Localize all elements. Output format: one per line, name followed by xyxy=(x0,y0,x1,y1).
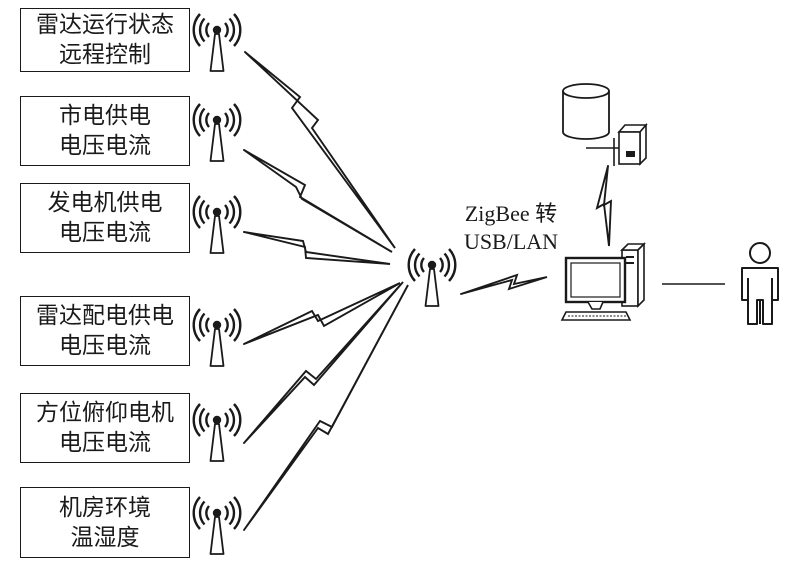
lightning-link-icon xyxy=(243,282,401,345)
server-tower-icon xyxy=(617,122,648,166)
lightning-link-icon xyxy=(595,165,613,247)
node-label-line-2: 电压电流 xyxy=(59,133,151,159)
node-label-line-1: 机房环境 xyxy=(59,494,151,521)
node-label-line-1: 雷达配电供电 xyxy=(36,303,174,329)
gateway-antenna-icon xyxy=(407,247,457,308)
node-label-line-1: 方位俯仰电机 xyxy=(36,400,174,426)
node-box-radar-distribution: 雷达配电供电 电压电流 xyxy=(20,296,190,366)
lightning-link-icon xyxy=(243,284,409,531)
node-box-mains-power: 市电供电 电压电流 xyxy=(20,96,190,166)
wireless-antenna-icon xyxy=(192,402,242,463)
gateway-label-line-2: USB/LAN xyxy=(463,229,559,254)
node-label-line-2: 电压电流 xyxy=(59,220,151,246)
wireless-antenna-icon xyxy=(192,194,242,255)
lightning-link-icon xyxy=(244,51,396,249)
node-label-line-1: 发电机供电 xyxy=(47,190,163,216)
node-label-line-2: 远程控制 xyxy=(59,42,151,68)
node-label-line-2: 温湿度 xyxy=(70,524,140,551)
wireless-antenna-icon xyxy=(192,495,242,556)
wireless-antenna-icon xyxy=(192,12,242,73)
node-label-line-1: 雷达运行状态 xyxy=(36,12,174,38)
node-label-line-1: 市电供电 xyxy=(59,103,151,129)
node-box-radar-state: 雷达运行状态 远程控制 xyxy=(20,8,190,72)
gateway-label: ZigBee 转 USB/LAN xyxy=(452,200,570,256)
node-box-machine-room: 机房环境 温湿度 xyxy=(20,487,190,558)
person-icon xyxy=(741,242,779,325)
gateway-label-line-1: ZigBee 转 xyxy=(464,201,558,226)
lightning-link-icon xyxy=(243,149,393,253)
wireless-antenna-icon xyxy=(192,102,242,163)
database-cylinder-icon xyxy=(562,83,610,140)
node-label-line-2: 电压电流 xyxy=(59,430,151,456)
node-box-azimuth-elevation-motor: 方位俯仰电机 电压电流 xyxy=(20,393,190,463)
lightning-link-icon xyxy=(460,273,548,295)
wireless-antenna-icon xyxy=(192,307,242,368)
node-label-line-2: 电压电流 xyxy=(59,333,151,359)
lightning-link-icon xyxy=(243,231,391,265)
desktop-computer-icon xyxy=(560,242,646,321)
node-box-generator-power: 发电机供电 电压电流 xyxy=(20,183,190,253)
lightning-link-icon xyxy=(243,281,404,444)
